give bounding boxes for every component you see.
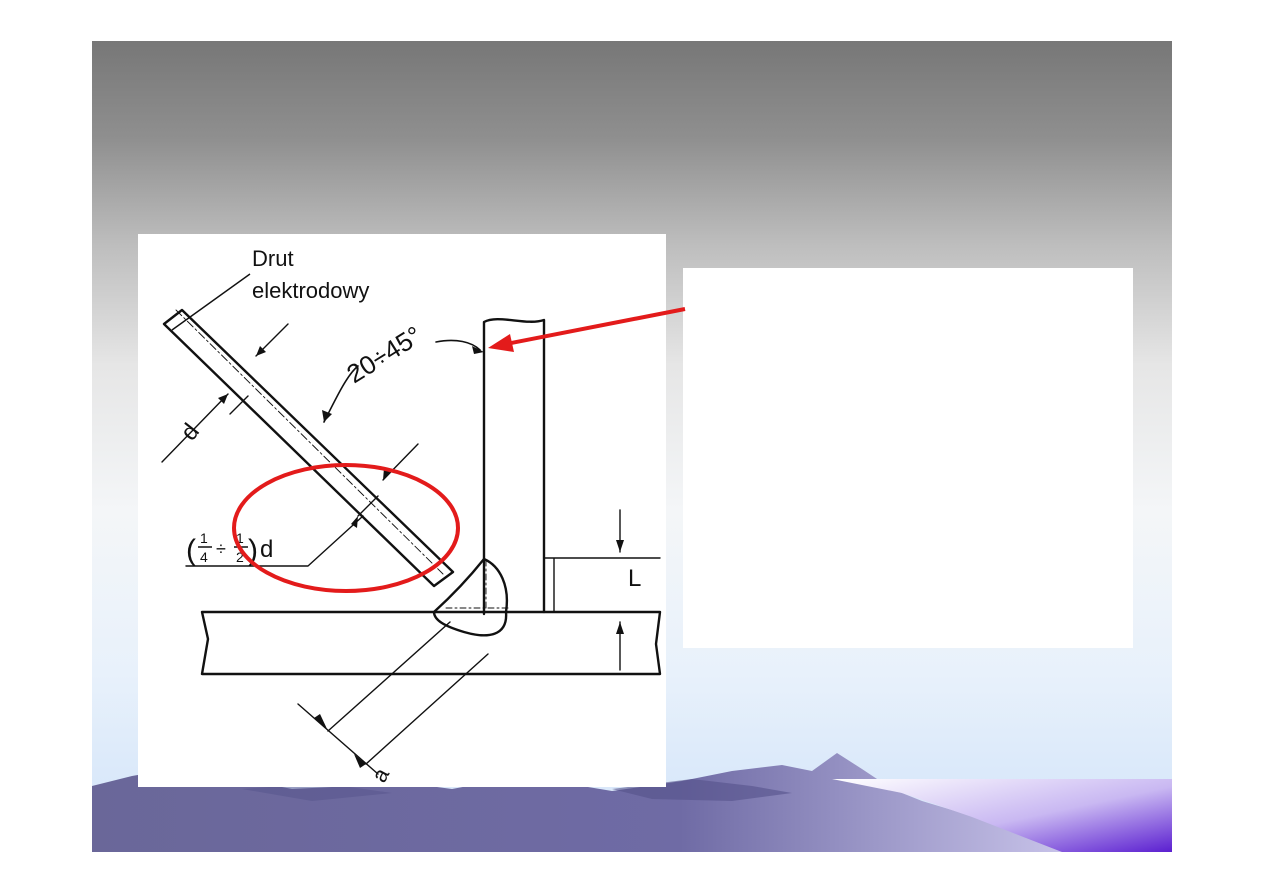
svg-text:1: 1 <box>200 530 208 546</box>
wire-label-line1: Drut <box>252 246 294 271</box>
welding-diagram: Drut elektrodowy 20÷45° d ( 1 4 ÷ 1 2 ) … <box>138 234 666 787</box>
weld-bead <box>432 557 509 637</box>
fraction-label: ( 1 4 ÷ 1 2 ) d <box>186 530 273 567</box>
svg-text:÷: ÷ <box>216 539 226 559</box>
vertical-plate <box>482 318 546 616</box>
svg-text:d: d <box>260 536 273 563</box>
angle-label: 20÷45° <box>341 320 427 389</box>
svg-text:(: ( <box>186 534 196 567</box>
svg-text:): ) <box>248 534 258 567</box>
svg-text:2: 2 <box>236 549 244 565</box>
wire-label-line2: elektrodowy <box>252 278 369 303</box>
base-plate <box>200 610 662 676</box>
L-label: L <box>628 565 641 592</box>
svg-text:4: 4 <box>200 549 208 565</box>
a-label: a <box>366 763 394 786</box>
svg-text:1: 1 <box>236 530 244 546</box>
welding-diagram-drawing: Drut elektrodowy 20÷45° d ( 1 4 ÷ 1 2 ) … <box>161 246 662 786</box>
text-placeholder-box <box>683 268 1133 648</box>
